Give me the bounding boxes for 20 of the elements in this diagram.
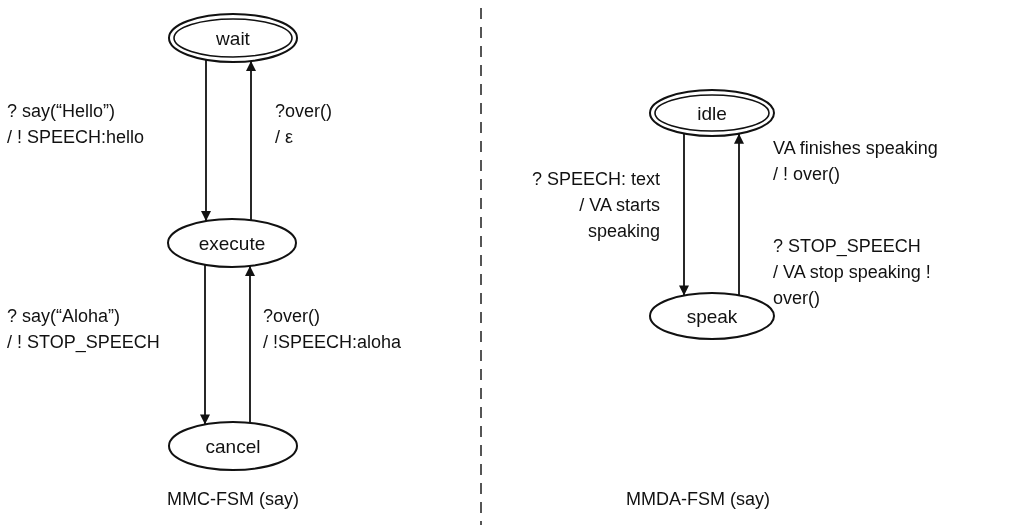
edge-label: ? SPEECH: text / VA starts speaking (530, 168, 660, 244)
transition-arrow (245, 265, 255, 424)
edge-label: ? say(“Aloha”) / ! STOP_SPEECH (7, 305, 160, 355)
transition-arrow (201, 58, 211, 222)
transition-arrow (679, 132, 689, 297)
state-name: idle (697, 103, 727, 123)
transition-arrow (734, 132, 744, 297)
edge-label: VA finishes speaking / ! over() (773, 137, 938, 187)
transition-arrow (200, 263, 210, 426)
diagram-caption: MMDA-FSM (say) (625, 488, 771, 511)
transition-label: ? STOP_SPEECH / VA stop speaking ! over() (773, 235, 932, 311)
edge-label: ? say(“Hello”) / ! SPEECH:hello (7, 100, 145, 150)
diagram-caption: MMC-FSM (say) (166, 488, 300, 511)
state-name: execute (198, 233, 266, 253)
state-name: wait (216, 28, 250, 48)
edge-label: ?over() / !SPEECH:aloha (263, 305, 402, 355)
state-name: speak (686, 306, 738, 326)
edge-label: ?over() / ε (275, 100, 332, 150)
state-name: cancel (205, 436, 261, 456)
transition-arrow (246, 60, 256, 221)
